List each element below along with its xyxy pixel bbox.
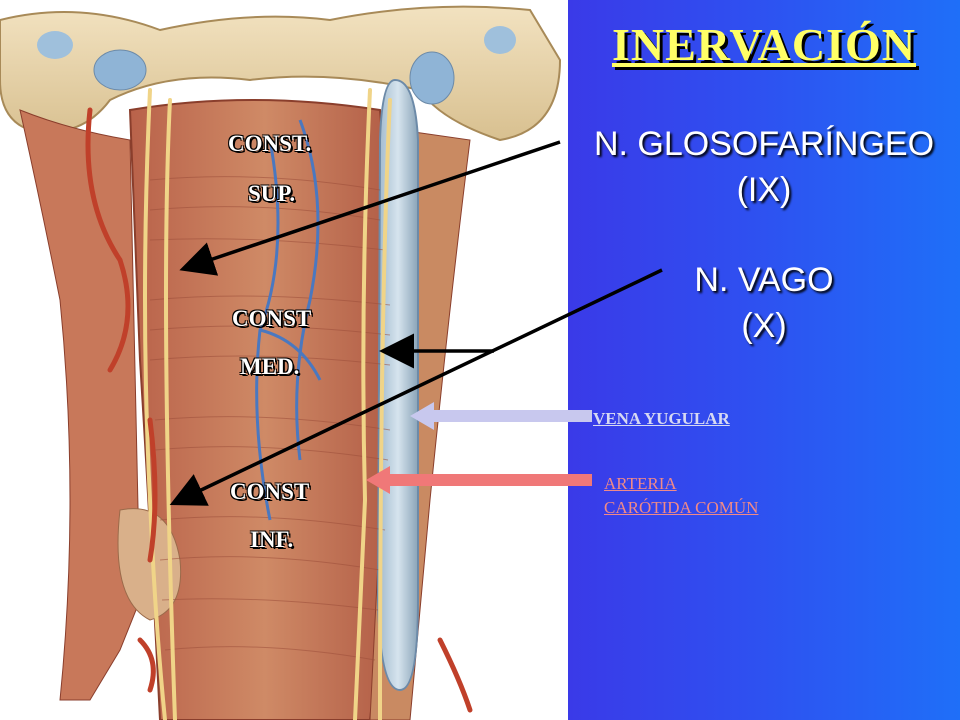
vena-yugular-label: VENA YUGULAR xyxy=(593,409,730,428)
text-panel: INERVACIÓN N. GLOSOFARÍNGEO (IX) N. VAGO… xyxy=(568,0,960,720)
const-med-label-line2: MED. xyxy=(240,354,300,379)
glossopharyngeal-nerve-name: N. GLOSOFARÍNGEO xyxy=(593,125,935,163)
vagus-nerve-number: (X) xyxy=(741,307,787,345)
const-inf-label-line1: CONST xyxy=(230,479,310,504)
slide-title: INERVACIÓN xyxy=(611,19,917,70)
const-sup-label-line2: SUP. xyxy=(248,181,296,206)
glossopharyngeal-nerve-number: (IX) xyxy=(736,171,792,209)
carotida-comun-label: CARÓTIDA COMÚN xyxy=(604,498,759,517)
const-sup-label-line1: CONST. xyxy=(228,131,312,156)
const-inf-label-line2: INF. xyxy=(250,527,294,552)
arteria-label: ARTERIA xyxy=(604,474,677,493)
const-med-label-line1: CONST xyxy=(232,306,312,331)
vagus-nerve-name: N. VAGO xyxy=(694,261,834,299)
